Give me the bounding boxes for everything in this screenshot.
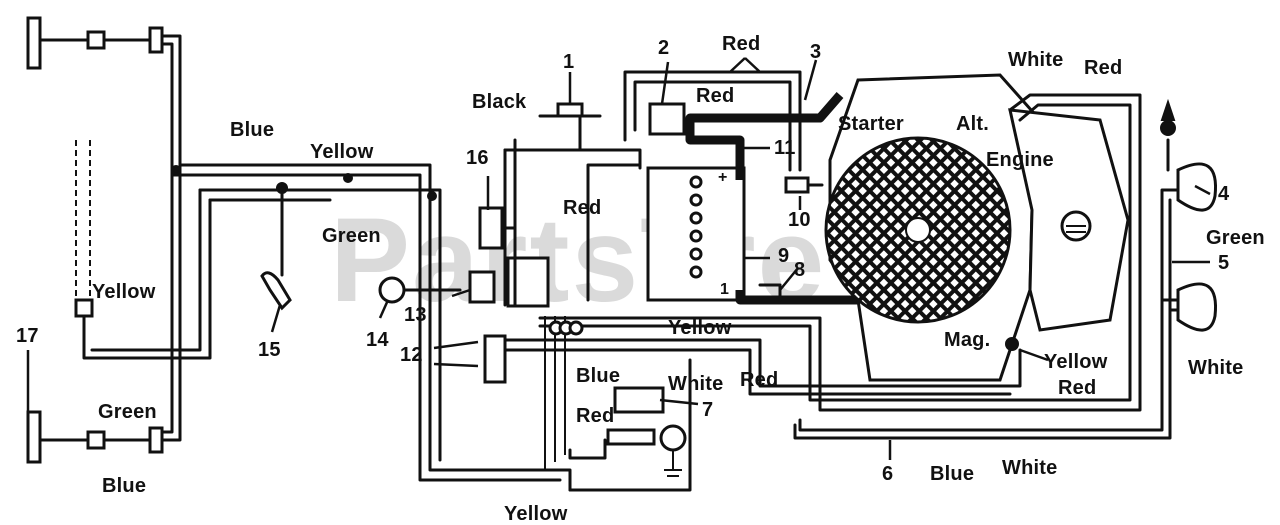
- label-wire-blue-left: Blue: [102, 475, 147, 497]
- label-wire-red-right: Red: [1058, 377, 1097, 399]
- label-wire-yellow-center: Yellow: [668, 317, 732, 339]
- lower-harness: [503, 316, 1142, 492]
- label-component-5: 5: [1218, 252, 1230, 274]
- label-wire-green-right: Green: [1206, 227, 1265, 249]
- component-13-switch: [468, 270, 496, 304]
- label-component-12: 12: [400, 344, 423, 366]
- right-headlights: [793, 98, 1218, 440]
- component-14-light: [378, 276, 406, 304]
- label-wire-yellow-top: Yellow: [310, 141, 374, 163]
- label-wire-blue-top: Blue: [230, 119, 275, 141]
- label-wire-red-top-right: Red: [1084, 57, 1123, 79]
- label-component-6: 6: [882, 463, 894, 485]
- label-wire-red-top2: Red: [696, 85, 735, 107]
- label-component-8: 8: [794, 259, 806, 281]
- component-15-switch: [260, 271, 292, 311]
- label-wire-green-mid: Green: [322, 225, 381, 247]
- label-component-2: 2: [658, 37, 670, 59]
- top-left-lamp: [26, 16, 42, 70]
- component-10-diode: [784, 176, 810, 194]
- label-component-14: 14: [366, 329, 389, 351]
- label-mag: Mag.: [944, 329, 991, 351]
- label-component-1: 1: [563, 51, 575, 73]
- component-2-solenoid: [648, 102, 686, 136]
- label-component-13: 13: [404, 304, 427, 326]
- battery-cells: [689, 175, 703, 279]
- label-component-15: 15: [258, 339, 281, 361]
- label-wire-yellow-left: Yellow: [92, 281, 156, 303]
- label-wire-green-left: Green: [98, 401, 157, 423]
- label-wire-blue-center: Blue: [576, 365, 621, 387]
- label-component-3: 3: [810, 41, 822, 63]
- label-wire-yellow-mag: Yellow: [1044, 351, 1108, 373]
- label-component-10: 10: [788, 209, 811, 231]
- component-7-connector: [613, 386, 665, 414]
- label-component-11: 11: [774, 137, 796, 159]
- label-wire-red-top: Red: [722, 33, 761, 55]
- left-light-harness: [26, 16, 212, 464]
- label-component-9: 9: [778, 245, 790, 267]
- label-wire-yellow-bottom: Yellow: [504, 503, 568, 525]
- right-headlight-bottom: [1176, 282, 1218, 332]
- label-battery-plus: +: [718, 169, 728, 186]
- label-component-17: 17: [16, 325, 39, 347]
- component-12-switch: [483, 334, 507, 384]
- label-battery-minus: 1: [720, 281, 730, 298]
- component-16-switch: [478, 206, 504, 250]
- label-wire-white-bottom: White: [1002, 457, 1058, 479]
- label-alt: Alt.: [956, 113, 990, 135]
- label-wire-red-center: Red: [740, 369, 779, 391]
- label-engine: Engine: [986, 149, 1054, 171]
- bottom-left-lamp: [26, 410, 42, 464]
- label-component-7: 7: [702, 399, 714, 421]
- label-starter: Starter: [838, 113, 904, 135]
- label-wire-red-lower: Red: [576, 405, 615, 427]
- label-wire-blue-bottom: Blue: [930, 463, 975, 485]
- label-wire-red-cable: Red: [563, 197, 602, 219]
- leader-arrows: [26, 57, 1211, 460]
- label-wire-white-top: White: [1008, 49, 1064, 71]
- label-component-16: 16: [466, 147, 489, 169]
- component-1-connector: [556, 102, 584, 118]
- label-component-4: 4: [1218, 183, 1230, 205]
- label-wire-black: Black: [472, 91, 527, 113]
- main-harness: [170, 163, 572, 492]
- ground-terminal: [659, 424, 687, 452]
- label-wire-white-right: White: [1188, 357, 1244, 379]
- label-wire-white-center: White: [668, 373, 724, 395]
